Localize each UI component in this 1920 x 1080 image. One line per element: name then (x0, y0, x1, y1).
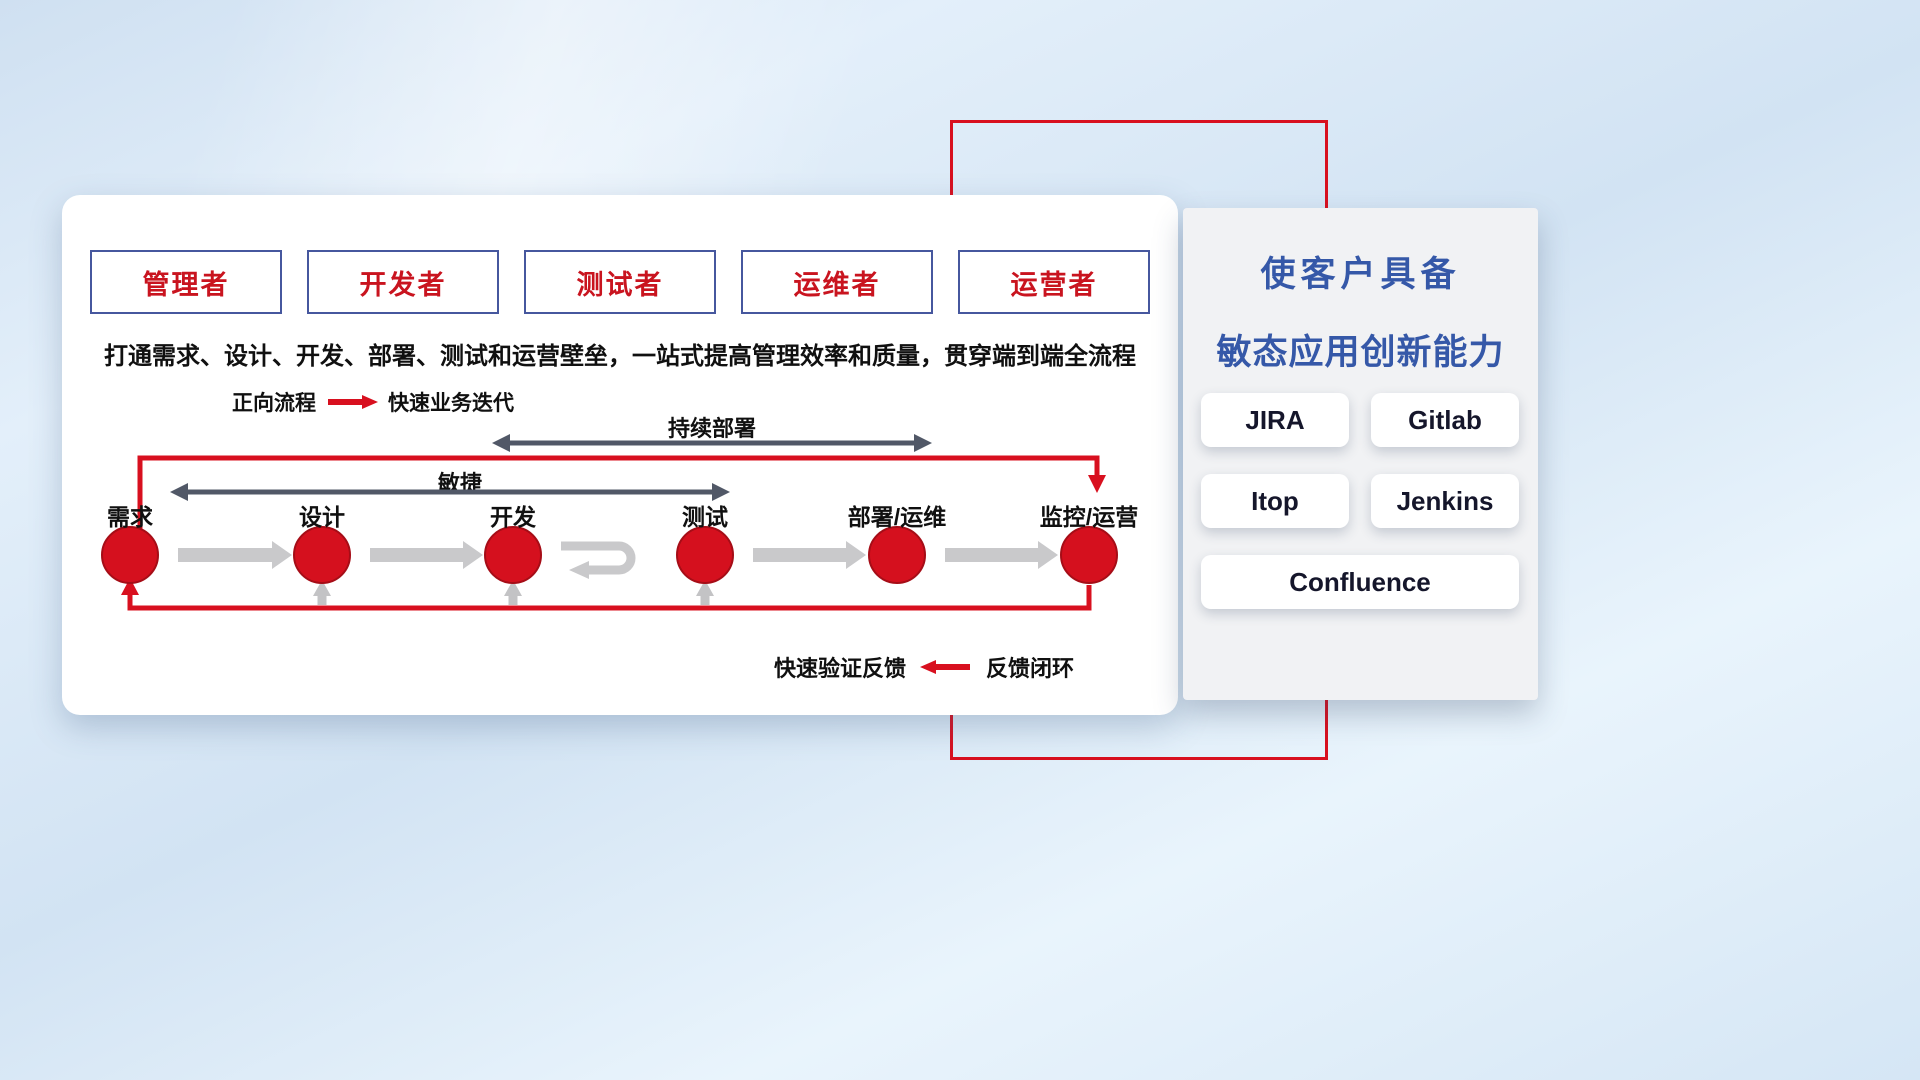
role-label: 管理者 (142, 269, 230, 300)
agile-span-arrow (170, 483, 730, 501)
stage-node (484, 526, 542, 584)
stage-label-deploy-ops: 部署/运维 (847, 504, 947, 530)
stage-node (101, 526, 159, 584)
tool-chip-itop: Itop (1201, 474, 1349, 528)
left-red-arrow-icon (920, 660, 971, 674)
feedback-legend: 快速验证反馈 反馈闭环 (774, 651, 1074, 683)
feedback-branch-arrows (313, 580, 714, 605)
role-box-ops: 运维者 (741, 250, 933, 314)
stage-label-design: 设计 (299, 504, 345, 530)
tool-grid: JIRA Gitlab Itop Jenkins Confluence (1201, 393, 1519, 609)
continuous-deploy-span-arrow (492, 434, 932, 452)
stage-label-requirements: 需求 (107, 504, 153, 530)
devops-flow-card: 管理者 开发者 测试者 运维者 运营者 打通需求、设计、开发、部署、测试和运营壁… (62, 195, 1178, 715)
stage-nodes (101, 526, 1118, 584)
role-box-manager: 管理者 (90, 250, 282, 314)
stage-node (868, 526, 926, 584)
stage-node (293, 526, 351, 584)
forward-loop-line (137, 455, 1106, 529)
stage-label-monitor-ops: 监控/运营 (1039, 504, 1139, 530)
flow-diagram-svg (101, 434, 1118, 611)
panel-title-line2: 敏态应用创新能力 (1216, 333, 1505, 372)
role-label: 开发者 (359, 269, 447, 300)
flow-subtitle: 打通需求、设计、开发、部署、测试和运营壁垒，一站式提高管理效率和质量，贯穿端到端… (104, 343, 1136, 370)
dev-test-uturn-arrow (561, 541, 636, 579)
tool-chip-jenkins: Jenkins (1371, 474, 1519, 528)
tool-chip-jira: JIRA (1201, 393, 1349, 447)
role-row: 管理者 开发者 测试者 运维者 运营者 (90, 250, 1150, 314)
role-label: 运营者 (1010, 269, 1098, 300)
stage-node (1060, 526, 1118, 584)
role-label: 运维者 (793, 269, 881, 300)
role-box-developer: 开发者 (307, 250, 499, 314)
role-box-tester: 测试者 (524, 250, 716, 314)
feedback-loop-line (121, 578, 1092, 611)
role-box-operator: 运营者 (958, 250, 1150, 314)
panel-title-line1: 使客户具备 (1260, 255, 1461, 294)
role-label: 测试者 (576, 269, 664, 300)
feedback-desc: 快速验证反馈 (774, 656, 907, 681)
tool-chip-gitlab: Gitlab (1371, 393, 1519, 447)
feedback-label: 反馈闭环 (986, 656, 1075, 681)
right-red-arrow-icon (328, 395, 378, 409)
capability-panel: 使客户具备 敏态应用创新能力 JIRA Gitlab Itop Jenkins … (1183, 208, 1538, 700)
stage-label-development: 开发 (490, 504, 536, 530)
forward-flow-legend: 正向流程 快速业务迭代 (232, 387, 514, 417)
forward-flow-label: 正向流程 (232, 392, 316, 415)
tool-chip-confluence: Confluence (1201, 555, 1519, 609)
stage-label-testing: 测试 (682, 504, 728, 530)
continuous-deploy-label: 持续部署 (667, 416, 757, 441)
stage-node (676, 526, 734, 584)
forward-flow-desc: 快速业务迭代 (388, 392, 514, 415)
stage-forward-arrows (178, 541, 1058, 569)
